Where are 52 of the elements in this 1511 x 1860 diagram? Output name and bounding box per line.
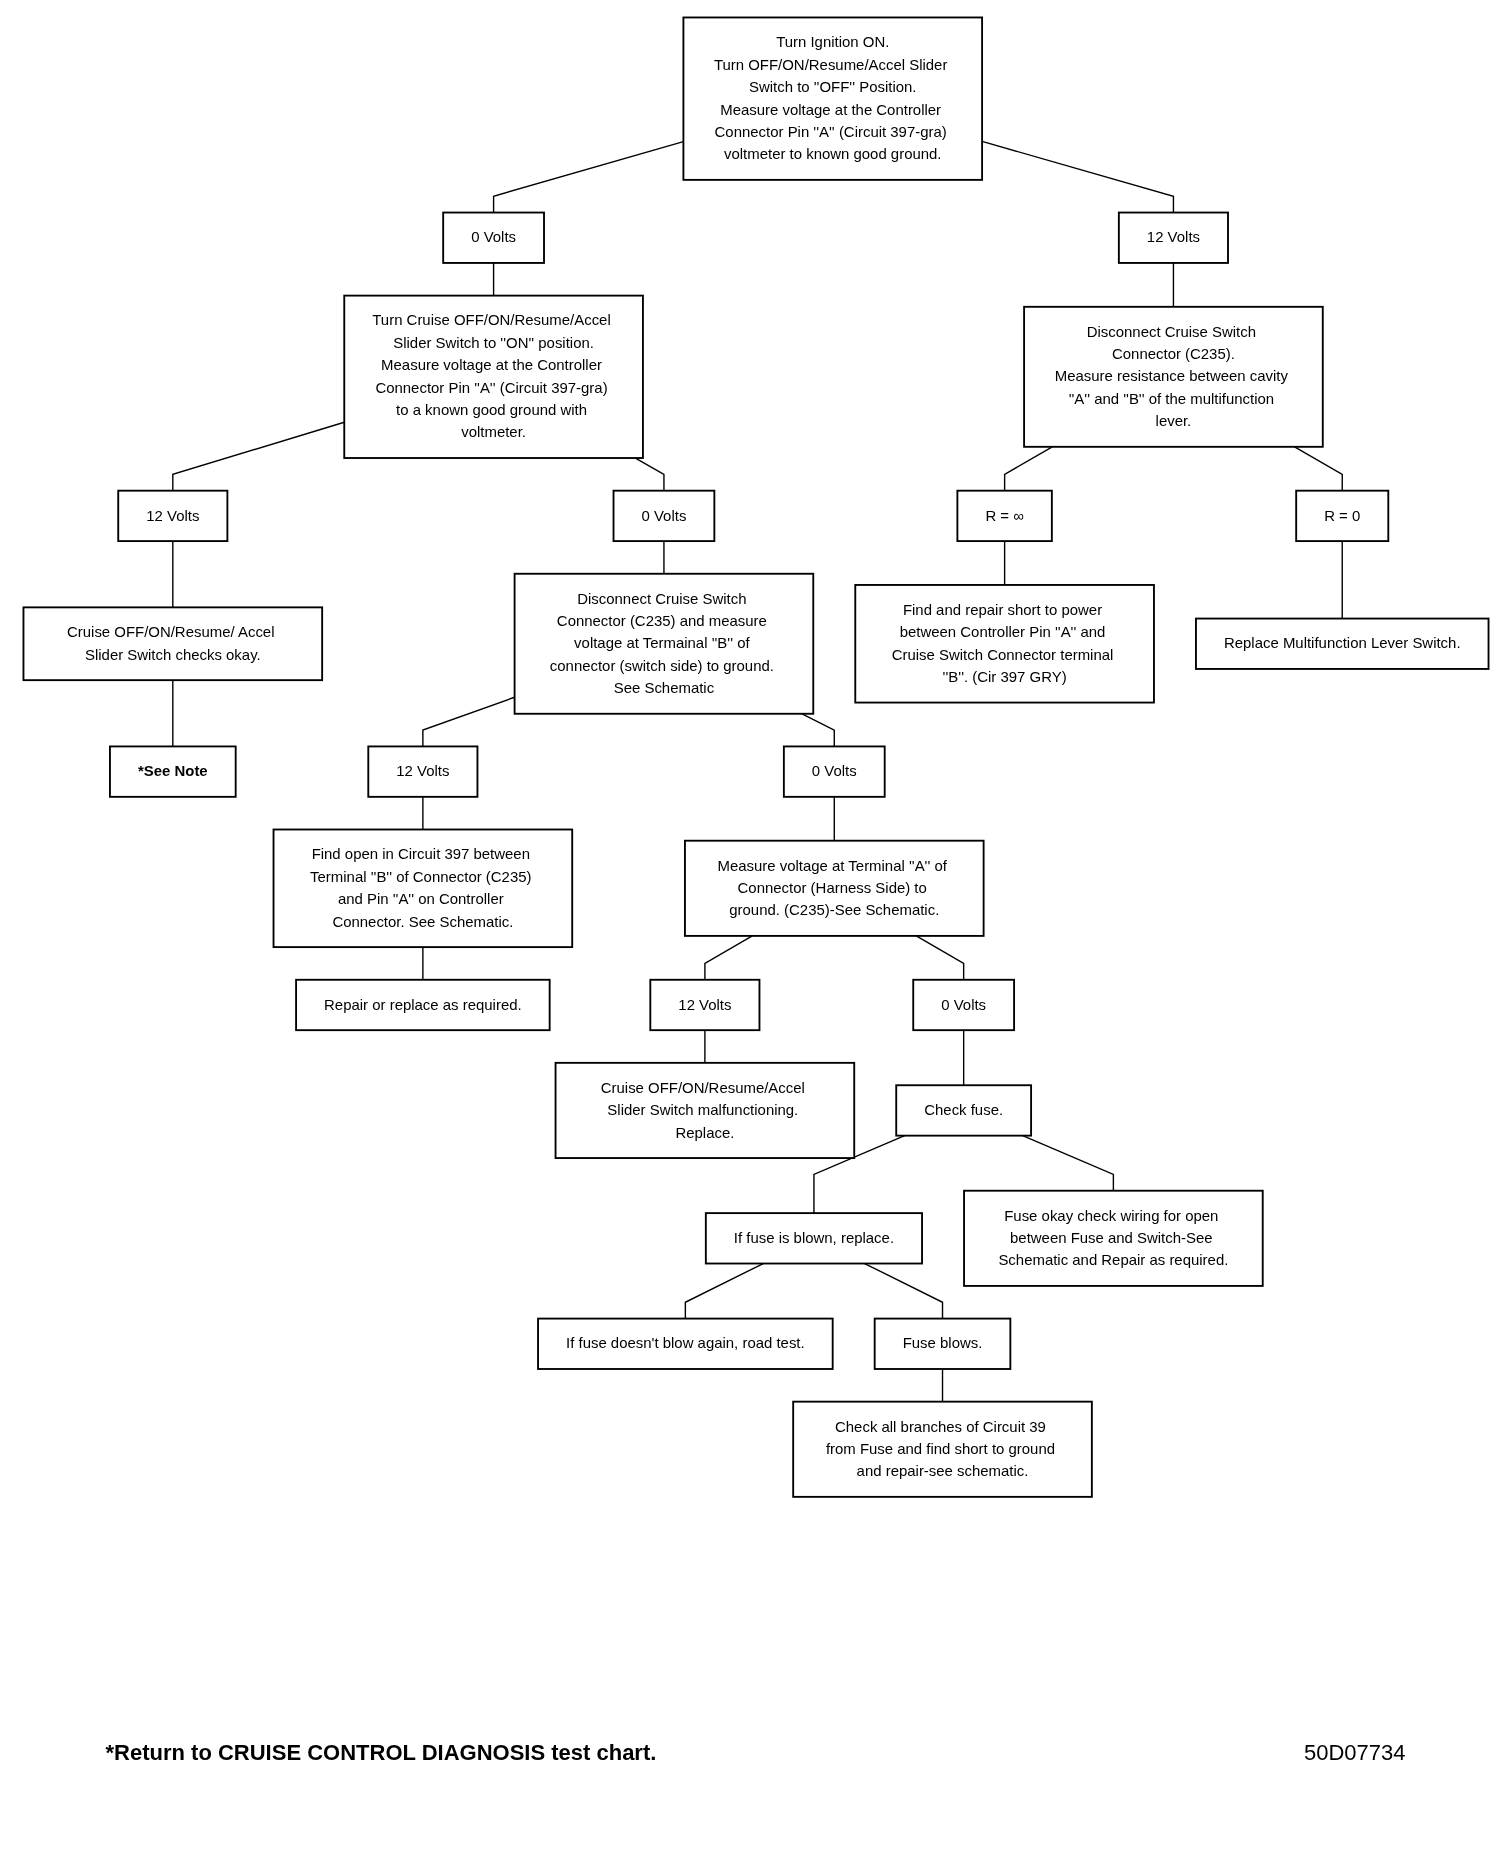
connector bbox=[634, 457, 665, 492]
connector bbox=[421, 696, 515, 748]
connector bbox=[1341, 540, 1343, 620]
node-box: R = ∞ bbox=[955, 489, 1053, 543]
connector bbox=[662, 540, 665, 575]
node-box: Find open in Circuit 397 between Terminal ''B'' of Connector (C235) and Pin ''A'' on Controller Connector. See Schematic. bbox=[272, 828, 573, 949]
node-box: Replace Multifunction Lever Switch. bbox=[1194, 617, 1489, 670]
node-box: 12 Volts bbox=[1117, 211, 1229, 264]
node-box: 12 Volts bbox=[648, 978, 760, 1032]
node-box: Fuse blows. bbox=[873, 1317, 1011, 1370]
connector bbox=[171, 679, 173, 748]
node-box: Repair or replace as required. bbox=[294, 978, 551, 1032]
node-box: Turn Ignition ON. Turn OFF/ON/Resume/Accel Slider Switch to ''OFF'' Position. Measure voltage at the Controller Connector Pin ''A'' (Circuit 397-gra) voltmeter to known good ground. bbox=[681, 16, 983, 181]
node-box: R = 0 bbox=[1294, 489, 1389, 543]
connector bbox=[812, 1134, 905, 1214]
node-box: If fuse is blown, replace. bbox=[704, 1212, 923, 1265]
node-box: *See Note bbox=[108, 745, 237, 798]
connector bbox=[1003, 446, 1053, 492]
node-box: 0 Volts bbox=[612, 489, 715, 543]
footnote: *Return to CRUISE CONTROL DIAGNOSIS test chart. bbox=[105, 1740, 657, 1766]
connector bbox=[941, 1368, 943, 1403]
node-box: 12 Volts bbox=[116, 489, 228, 543]
node-box: If fuse doesn't blow again, road test. bbox=[536, 1317, 834, 1370]
connector bbox=[1003, 540, 1005, 586]
figure-code: 50D07734 bbox=[1303, 1740, 1406, 1766]
node-box: Fuse okay check wiring for open between Fuse and Switch-See Schematic and Repair as required. bbox=[962, 1189, 1264, 1287]
node-box: Disconnect Cruise Switch Connector (C235). Measure resistance between cavity ''A'' and ''B'' of the multifunction lever. bbox=[1022, 305, 1324, 448]
connector bbox=[421, 796, 424, 831]
node-box: 0 Volts bbox=[441, 211, 545, 264]
node-box: Check all branches of Circuit 39 from Fuse and find short to ground and repair-see schematic. bbox=[791, 1400, 1093, 1498]
node-box: Turn Cruise OFF/ON/Resume/Accel Slider Switch to ''ON'' position. Measure voltage at the Controller Connector Pin ''A'' (Circuit 397-gra) to a known good ground with voltmeter. bbox=[342, 294, 644, 459]
node-box: Find and repair short to power between Controller Pin ''A'' and Cruise Switch Connector terminal ''B''. (Cir 397 GRY) bbox=[853, 584, 1155, 704]
connector bbox=[703, 935, 753, 981]
node-box: Cruise OFF/ON/Resume/Accel Slider Switch malfunctioning. Replace. bbox=[554, 1061, 855, 1159]
node-box: 0 Volts bbox=[911, 978, 1015, 1032]
connector bbox=[703, 1029, 706, 1064]
connector bbox=[492, 262, 494, 297]
connector bbox=[421, 946, 424, 981]
connector bbox=[863, 1262, 943, 1320]
node-box: Measure voltage at Terminal ''A'' of Connector (Harness Side) to ground. (C235)-See Schematic. bbox=[683, 839, 985, 937]
node-box: 0 Volts bbox=[782, 745, 886, 798]
connector bbox=[1293, 446, 1343, 492]
connector bbox=[915, 935, 964, 981]
node-box: Check fuse. bbox=[894, 1084, 1032, 1137]
connector bbox=[684, 1262, 764, 1320]
connector bbox=[962, 1029, 964, 1086]
connector bbox=[171, 540, 173, 609]
node-box: 12 Volts bbox=[366, 745, 478, 798]
connector bbox=[833, 796, 835, 842]
node-box: Disconnect Cruise Switch Connector (C235) and measure voltage at Termainal ''B'' of connector (switch side) to ground. See Schematic bbox=[513, 572, 814, 715]
connector bbox=[1172, 262, 1174, 308]
node-box: Cruise OFF/ON/Resume/ Accel Slider Switch checks okay. bbox=[22, 606, 323, 682]
